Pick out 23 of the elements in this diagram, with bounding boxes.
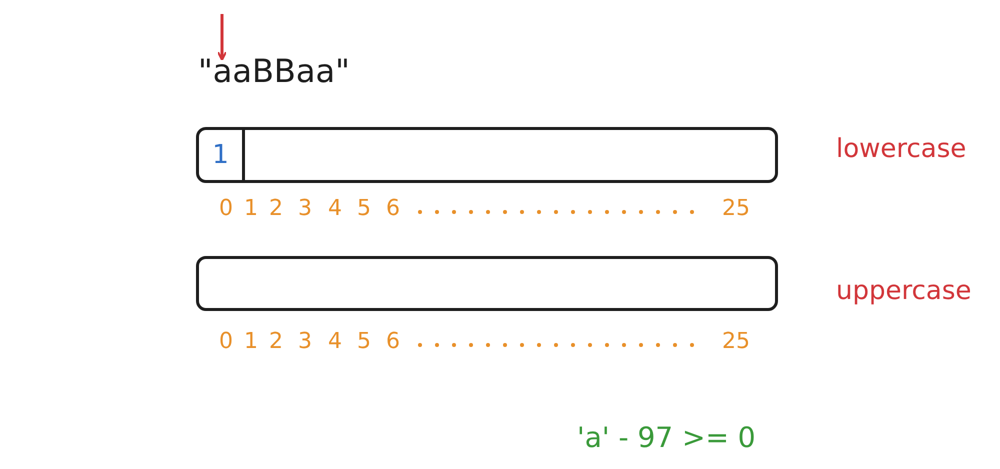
index-number: 3	[298, 198, 312, 220]
index-number: 6	[386, 198, 400, 220]
index-number: 5	[357, 198, 371, 220]
array-cell: 1	[199, 130, 245, 180]
index-number: 4	[328, 331, 342, 353]
array-label: uppercase	[836, 278, 972, 304]
array-label: lowercase	[836, 136, 966, 162]
index-number: 25	[722, 198, 750, 220]
index-number: 6	[386, 331, 400, 353]
index-number: 0	[219, 331, 233, 353]
index-number: 3	[298, 331, 312, 353]
index-number: 1	[244, 331, 258, 353]
index-number: 25	[722, 331, 750, 353]
formula-text: 'a' - 97 >= 0	[577, 424, 756, 452]
index-number: 1	[244, 198, 258, 220]
array-bar	[196, 256, 778, 311]
index-number: 2	[269, 198, 283, 220]
index-number: 5	[357, 331, 371, 353]
index-number: 0	[219, 198, 233, 220]
array-bar	[196, 127, 778, 183]
index-number: 2	[269, 331, 283, 353]
string-literal: "aaBBaa"	[198, 55, 350, 87]
index-number: 4	[328, 198, 342, 220]
